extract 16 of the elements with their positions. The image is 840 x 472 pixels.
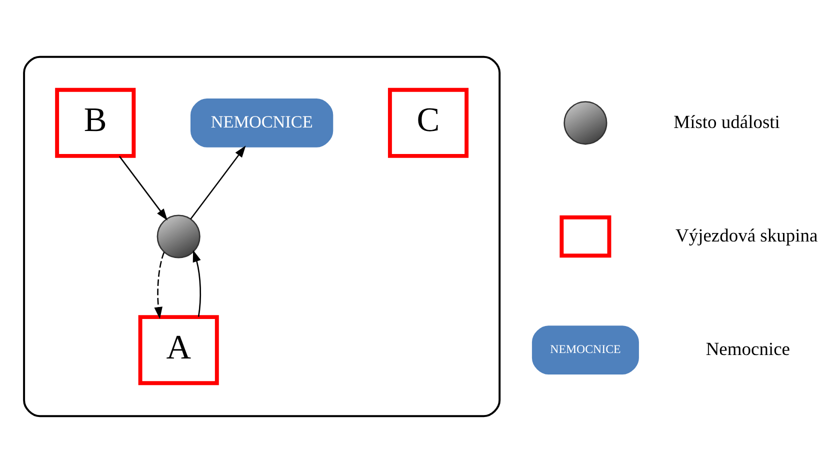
node-box xyxy=(560,214,612,258)
node-circle xyxy=(156,214,200,258)
node-circle xyxy=(564,100,608,144)
legend-label: Nemocnice xyxy=(706,338,790,358)
arrow xyxy=(192,249,202,316)
node-box: A xyxy=(138,314,219,385)
cluster xyxy=(23,55,501,417)
arrow xyxy=(118,155,168,220)
legend-label: Místo události xyxy=(674,111,780,132)
node-box: NEMOCNICE xyxy=(532,325,639,374)
legend-label: Výjezdová skupina xyxy=(676,224,818,245)
node-box: C xyxy=(388,87,469,158)
node-box: B xyxy=(55,87,136,158)
arrow xyxy=(190,145,246,219)
arrow xyxy=(154,252,165,318)
node-box: NEMOCNICE xyxy=(190,98,334,147)
